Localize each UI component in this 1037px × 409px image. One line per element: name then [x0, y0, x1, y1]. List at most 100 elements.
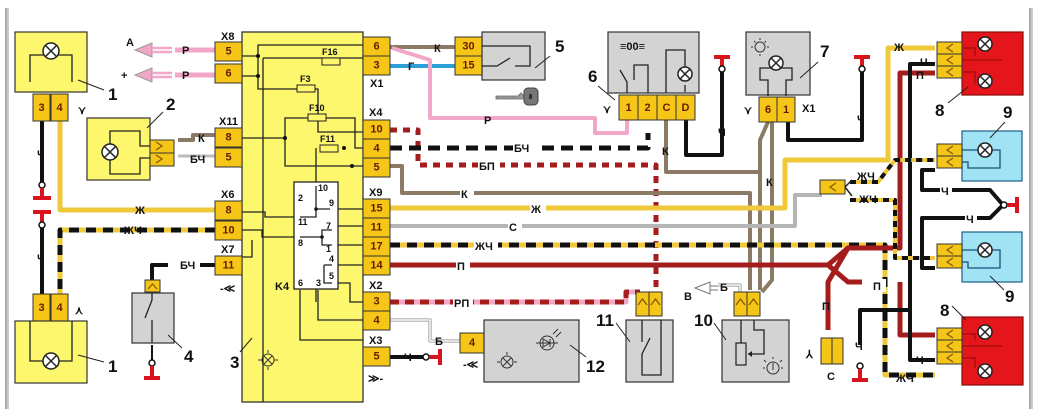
connector-symbol-icon: ⋎	[602, 104, 612, 116]
leader-line	[615, 322, 631, 343]
wire-label-k-6: К	[662, 146, 669, 158]
component-9-bottom: 9	[936, 231, 1023, 306]
pin-label: 8	[225, 205, 231, 217]
connector-x11: X11 8 5	[214, 116, 243, 168]
connector-label: X1	[802, 103, 815, 115]
pin-label: 6	[373, 41, 379, 53]
connector-label: X1	[370, 78, 383, 90]
wire-label-zhch-8b: ЖЧ	[895, 373, 914, 385]
component-number: 9	[1003, 103, 1012, 122]
tail-lamp-housing	[961, 31, 1024, 96]
plug-contact-icon	[735, 297, 759, 306]
leader-line	[597, 85, 616, 101]
pin-label: 5	[225, 152, 231, 164]
relay-terminal-2: 2	[298, 193, 303, 203]
ground-icon	[854, 55, 870, 66]
plug-contact-icon	[945, 43, 954, 77]
plug	[936, 255, 963, 269]
fuse-f10-icon	[307, 113, 327, 122]
wire-label-p-mid: П	[457, 261, 465, 273]
label-bg	[456, 259, 470, 272]
wire-label-ch-low: Ч	[404, 352, 412, 364]
connector-label: X2	[369, 280, 382, 292]
pin-label: 3	[373, 296, 379, 308]
output-b-label: В	[684, 291, 692, 303]
internal-circuit	[962, 47, 1002, 84]
plug	[936, 143, 963, 157]
wire-label-zhch-mid: ЖЧ	[474, 241, 493, 253]
pin-label: 5	[373, 162, 379, 174]
wire-p-c	[825, 246, 935, 338]
component-number: 12	[586, 357, 605, 376]
wire-label-b-low: Б	[435, 336, 443, 348]
label-bg	[513, 141, 535, 154]
component-9-top: 9	[936, 103, 1023, 182]
connector-symbol-icon: ≫-	[368, 373, 384, 385]
wire-label-k-2: К	[198, 133, 205, 145]
node-dot	[320, 235, 324, 239]
connector-label: X11	[219, 116, 238, 128]
wire-zhch-left-stripe	[57, 227, 215, 295]
component-number: 8	[940, 301, 949, 320]
wire-b-low	[390, 318, 460, 343]
leader-line	[167, 334, 183, 349]
lamp-housing	[961, 130, 1023, 182]
internal-traces	[242, 44, 380, 402]
switch-contact	[641, 320, 662, 376]
wire-label-b-10: Б	[720, 282, 728, 294]
connector-x4: X4 10 4 5	[362, 107, 391, 178]
plug	[936, 155, 963, 169]
component-8-bottom: 8	[936, 301, 1024, 386]
pin-label: D	[682, 102, 690, 114]
pin-label: 17	[370, 241, 382, 253]
label-bg	[872, 279, 886, 292]
pin-label: 4	[469, 337, 476, 349]
fuse-f3-label: F3	[300, 74, 311, 84]
lamp-symbol-icon	[497, 352, 517, 369]
leader-line	[534, 55, 551, 69]
component-number: 8	[935, 101, 944, 120]
pin-label: 14	[370, 260, 383, 272]
lamp-cross	[44, 44, 58, 58]
output-b: В Б	[684, 281, 728, 303]
connector-x6: X6 8 10	[214, 189, 243, 241]
pin-label: 10	[222, 225, 234, 237]
led-icon	[536, 328, 562, 351]
connector-symbol-icon: ⋎	[77, 105, 87, 117]
ground-icon	[1007, 197, 1019, 213]
housing	[721, 319, 790, 383]
connector-x8: X8 5 6	[214, 31, 243, 84]
tail-lamp-housing	[961, 316, 1024, 386]
label-bg	[530, 202, 546, 215]
connector-label: X6	[221, 189, 234, 201]
wire-label-ch-7: Ч	[857, 114, 865, 126]
ground-1b	[33, 210, 51, 229]
wire-bch-stripe	[390, 133, 651, 151]
ground-icon	[429, 349, 442, 365]
node-dot	[350, 164, 354, 168]
switch-contact	[144, 293, 153, 343]
wire-b-10-inner	[718, 284, 741, 292]
plug	[936, 339, 963, 353]
wire-label-bch-2: БЧ	[190, 154, 205, 166]
plug-contact-icon	[828, 182, 837, 192]
pin-label: 11	[371, 222, 383, 234]
headlight-symbol-icon: ≡00≡	[620, 41, 645, 53]
wire-label-zhch-r2: ЖЧ	[858, 194, 877, 206]
wire-k-7a	[758, 121, 770, 175]
connector-label: X7	[221, 244, 234, 256]
plug-contact-icon	[945, 329, 954, 363]
wire-label-zh-mid: Ж	[530, 204, 541, 216]
wire-label-zhch-r1: ЖЧ	[856, 171, 875, 183]
component-4: 4	[131, 279, 194, 380]
plug	[819, 179, 846, 195]
wire-label-k-7: К	[766, 177, 773, 189]
relay-k4-label: K4	[275, 281, 290, 293]
terminal-icon	[856, 362, 864, 370]
node-dot	[314, 207, 318, 211]
lamp-cross	[979, 326, 991, 338]
pin-4-label: 4	[56, 102, 63, 114]
wire-label-ch-8: Ч	[920, 57, 928, 69]
wire-label-a: Р	[182, 45, 189, 57]
component-6: ≡00≡ 1 2 C D 6 ⋎	[588, 31, 700, 121]
